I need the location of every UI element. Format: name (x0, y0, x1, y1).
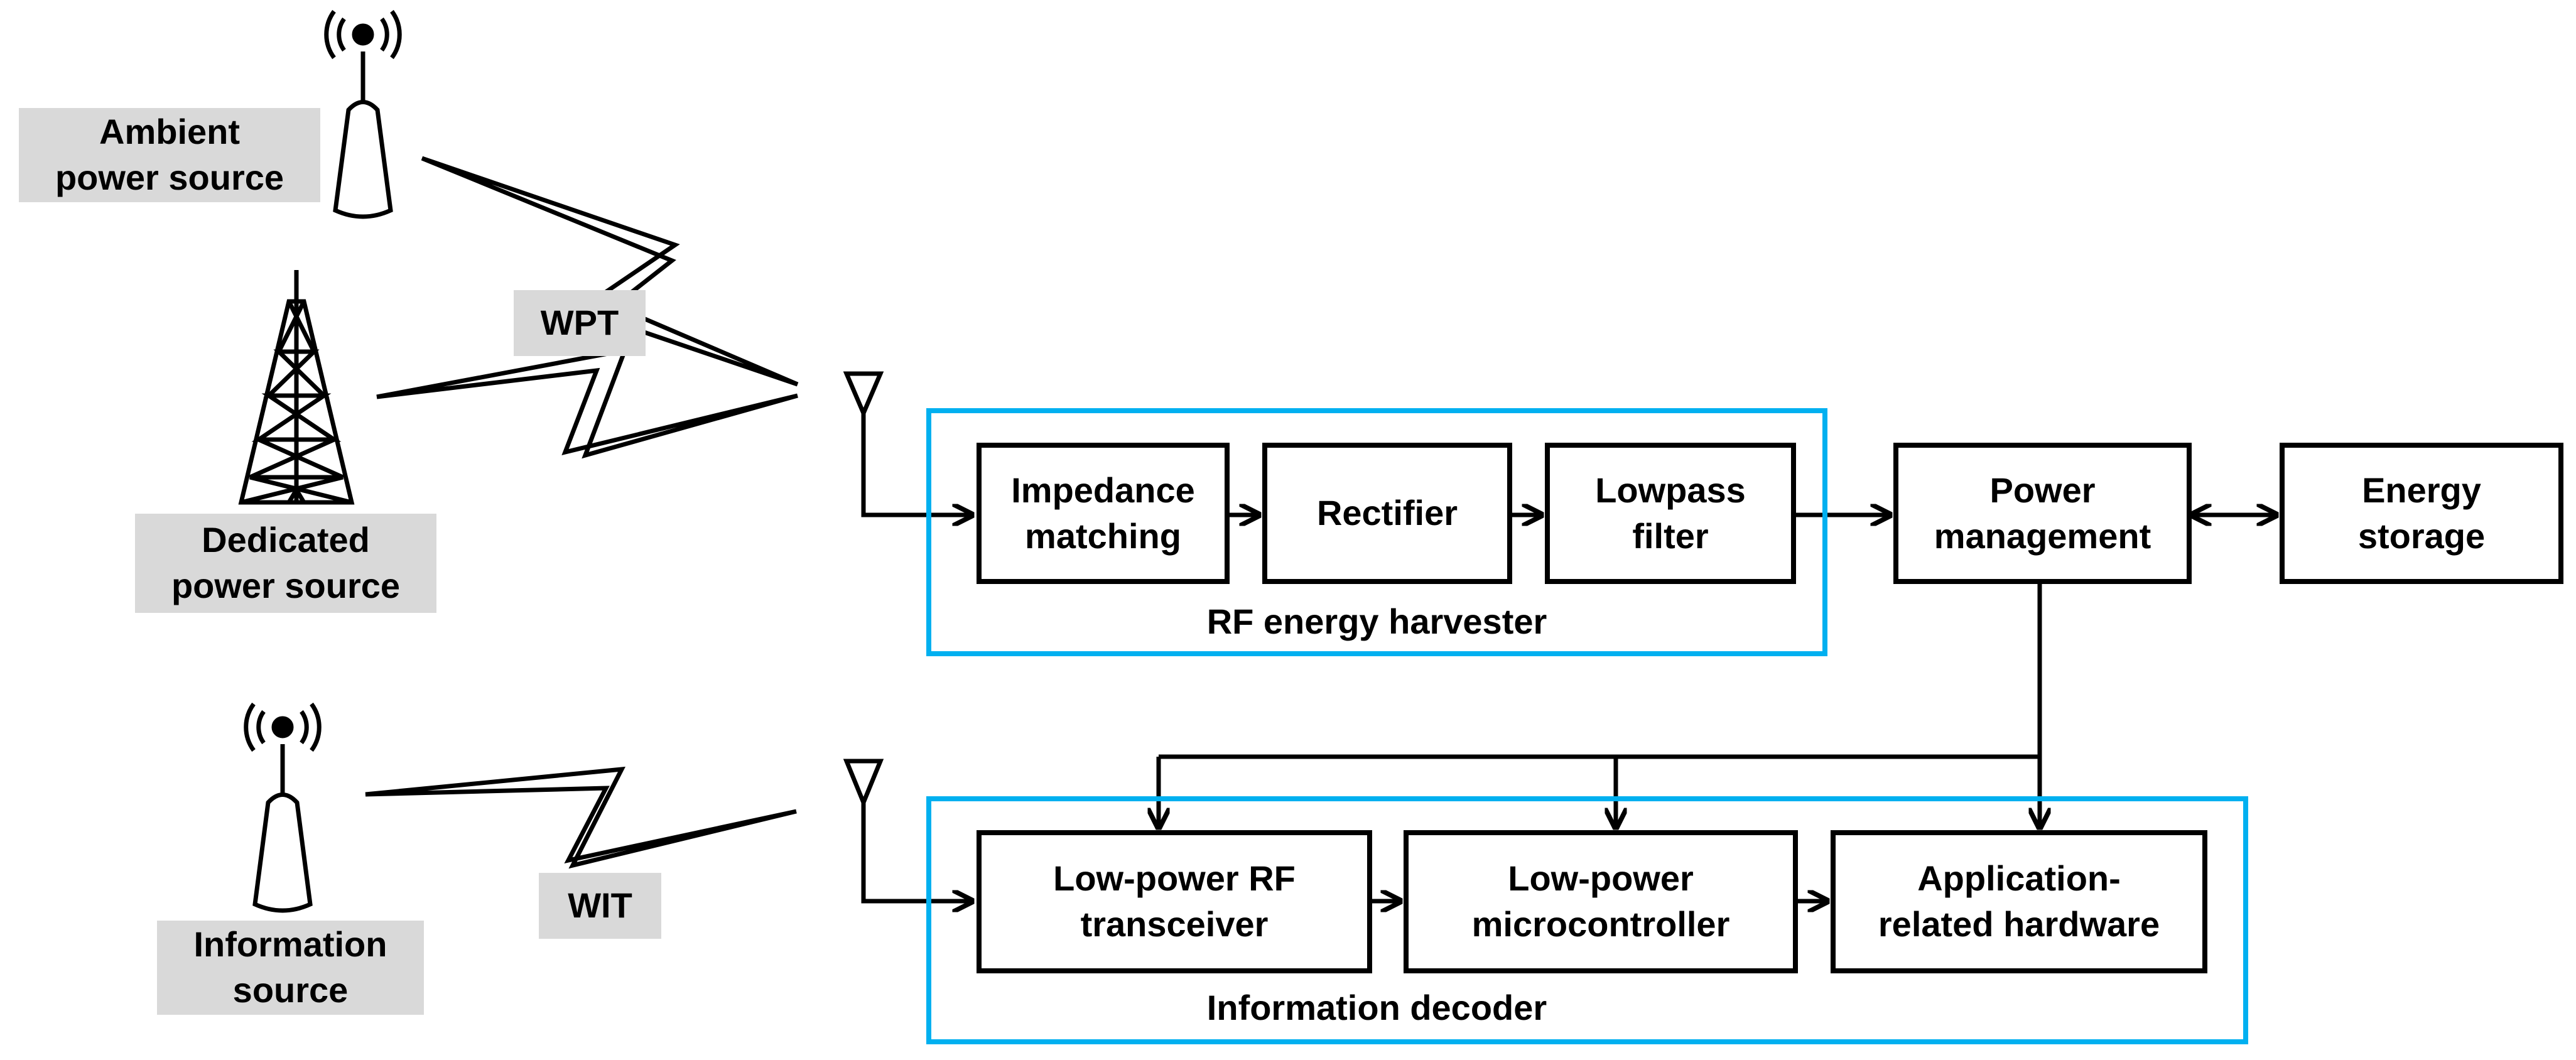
lowpass-line1: Lowpass (1595, 470, 1746, 510)
impedance-line2: matching (1025, 516, 1181, 556)
microcontroller-line1: Low-power (1508, 858, 1694, 899)
information-decoder-group (926, 796, 2248, 1044)
dedicated-source-label: Dedicated power source (135, 514, 436, 613)
app-hw-line2: related hardware (1878, 904, 2160, 944)
rectifier-block: Rectifier (1262, 443, 1512, 584)
wpt-link-dedicated (376, 347, 798, 459)
rf-energy-harvester-group (926, 408, 1827, 656)
app-hw-line1: Application- (1917, 858, 2121, 899)
energy-line2: storage (2357, 516, 2486, 556)
wpt-link-ambient (421, 156, 799, 387)
energy-storage-block: Energy storage (2280, 443, 2563, 584)
information-antenna-icon (244, 702, 322, 913)
receive-antenna-top-icon (843, 371, 972, 515)
wit-label: WIT (539, 873, 661, 939)
rectifier-label: Rectifier (1316, 493, 1458, 533)
power-management-block: Power management (1893, 443, 2192, 584)
impedance-matching-block: Impedance matching (977, 443, 1230, 584)
information-line2: source (232, 970, 349, 1010)
information-source-label: Information source (157, 921, 424, 1015)
power-line1: Power (1989, 470, 2096, 510)
dedicated-line1: Dedicated (202, 520, 370, 560)
wpt-label: WPT (514, 290, 646, 356)
power-line2: management (1934, 516, 2151, 556)
lowpass-line2: filter (1632, 516, 1709, 556)
information-decoder-title: Information decoder (1206, 987, 1547, 1027)
microcontroller-block: Low-power microcontroller (1404, 830, 1798, 973)
receive-antenna-bottom-icon (843, 759, 972, 901)
ambient-source-label: Ambient power source (19, 108, 320, 202)
wit-link (365, 766, 797, 869)
ambient-line1: Ambient (99, 112, 240, 152)
energy-line1: Energy (2362, 470, 2481, 510)
rf-energy-harvester-title: RF energy harvester (1206, 601, 1547, 641)
ambient-antenna-icon (324, 9, 402, 219)
application-hardware-block: Application- related hardware (1831, 830, 2207, 973)
lowpass-filter-block: Lowpass filter (1545, 443, 1796, 584)
rf-transceiver-block: Low-power RF transceiver (977, 830, 1372, 973)
information-line1: Information (193, 924, 387, 965)
transceiver-line1: Low-power RF (1053, 858, 1296, 899)
dedicated-line2: power source (171, 566, 401, 605)
transceiver-line2: transceiver (1080, 904, 1269, 944)
microcontroller-line2: microcontroller (1471, 904, 1730, 944)
impedance-line1: Impedance (1011, 470, 1195, 510)
ambient-line2: power source (55, 158, 284, 197)
dedicated-tower-icon (238, 270, 355, 505)
